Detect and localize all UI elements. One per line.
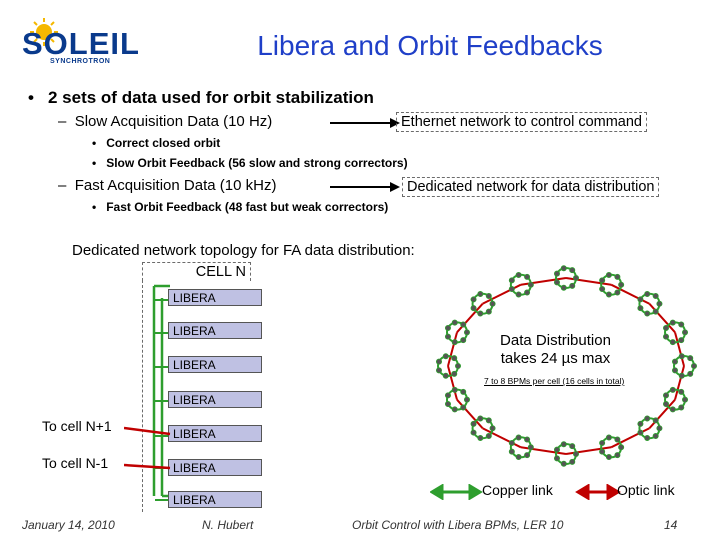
logo-name: SOLEIL (22, 26, 140, 61)
distribution-text: Data Distribution takes 24 µs max (500, 332, 611, 367)
bpm-cell-node (553, 265, 579, 291)
fast-acq-label: – Fast Acquisition Data (10 kHz) (58, 177, 277, 194)
bpm-cell-node (470, 291, 496, 317)
copper-bus (152, 284, 170, 498)
libera-box-7: LIBERA (168, 491, 262, 508)
footer-page: 14 (664, 518, 678, 532)
slide-title: Libera and Orbit Feedbacks (257, 30, 603, 61)
libera-box-5: LIBERA (168, 425, 262, 442)
optic-links (124, 426, 171, 470)
bpm-cell-node (508, 271, 534, 298)
footer-talk: Orbit Control with Libera BPMs, LER 10 (352, 518, 564, 532)
libera-box-6: LIBERA (168, 459, 262, 476)
fast-item-1: • Fast Orbit Feedback (48 fast but weak … (92, 200, 389, 214)
soleil-logo: SOLEIL SYNCHROTRON (14, 18, 139, 68)
bpm-cell-node (444, 319, 470, 346)
bpm-cell-node (637, 291, 663, 317)
cell-label: CELL N (142, 262, 251, 281)
libera-box-2: LIBERA (168, 322, 262, 339)
legend-copper: Copper link (482, 482, 553, 498)
bpm-cell-node (599, 434, 625, 461)
bpm-cell-node (663, 319, 689, 346)
bpm-cell-node (553, 441, 579, 467)
cell-frame (142, 280, 249, 512)
libera-box-3: LIBERA (168, 356, 262, 373)
to-cell-prev: To cell N-1 (42, 455, 109, 471)
main-bullet: •2 sets of data used for orbit stabiliza… (28, 88, 374, 107)
slow-acq-label: – Slow Acquisition Data (10 Hz) (58, 113, 273, 130)
dedicated-network-box: Dedicated network for data distribution (402, 177, 660, 197)
slow-item-1: • Correct closed orbit (92, 136, 221, 150)
sun-icon (30, 18, 58, 46)
arrow-fast (330, 182, 400, 192)
slow-item-2: • Slow Orbit Feedback (56 slow and stron… (92, 156, 408, 170)
legend-arrows (430, 484, 621, 500)
arrow-slow (330, 118, 400, 128)
bpm-cell-node (470, 415, 496, 441)
libera-box-1: LIBERA (168, 289, 262, 306)
legend-optic: Optic link (617, 482, 675, 498)
bpm-cell-node (637, 415, 663, 441)
bpm-ring (435, 265, 697, 467)
bpm-cell-node (444, 386, 470, 413)
topology-heading: Dedicated network topology for FA data d… (72, 242, 415, 259)
to-cell-next: To cell N+1 (42, 418, 112, 434)
bpm-cell-node (599, 271, 625, 298)
bpm-cell-node (508, 434, 534, 461)
ethernet-network-box: Ethernet network to control command (396, 112, 647, 132)
libera-box-4: LIBERA (168, 391, 262, 408)
bpm-cell-node (435, 353, 461, 379)
logo-sub: SYNCHROTRON (50, 58, 111, 65)
bpm-cell-node (663, 386, 689, 413)
bpm-cell-node (671, 353, 697, 379)
footer-author: N. Hubert (202, 518, 254, 532)
footer-date: January 14, 2010 (22, 518, 115, 532)
bpm-note: 7 to 8 BPMs per cell (16 cells in total) (484, 376, 625, 386)
